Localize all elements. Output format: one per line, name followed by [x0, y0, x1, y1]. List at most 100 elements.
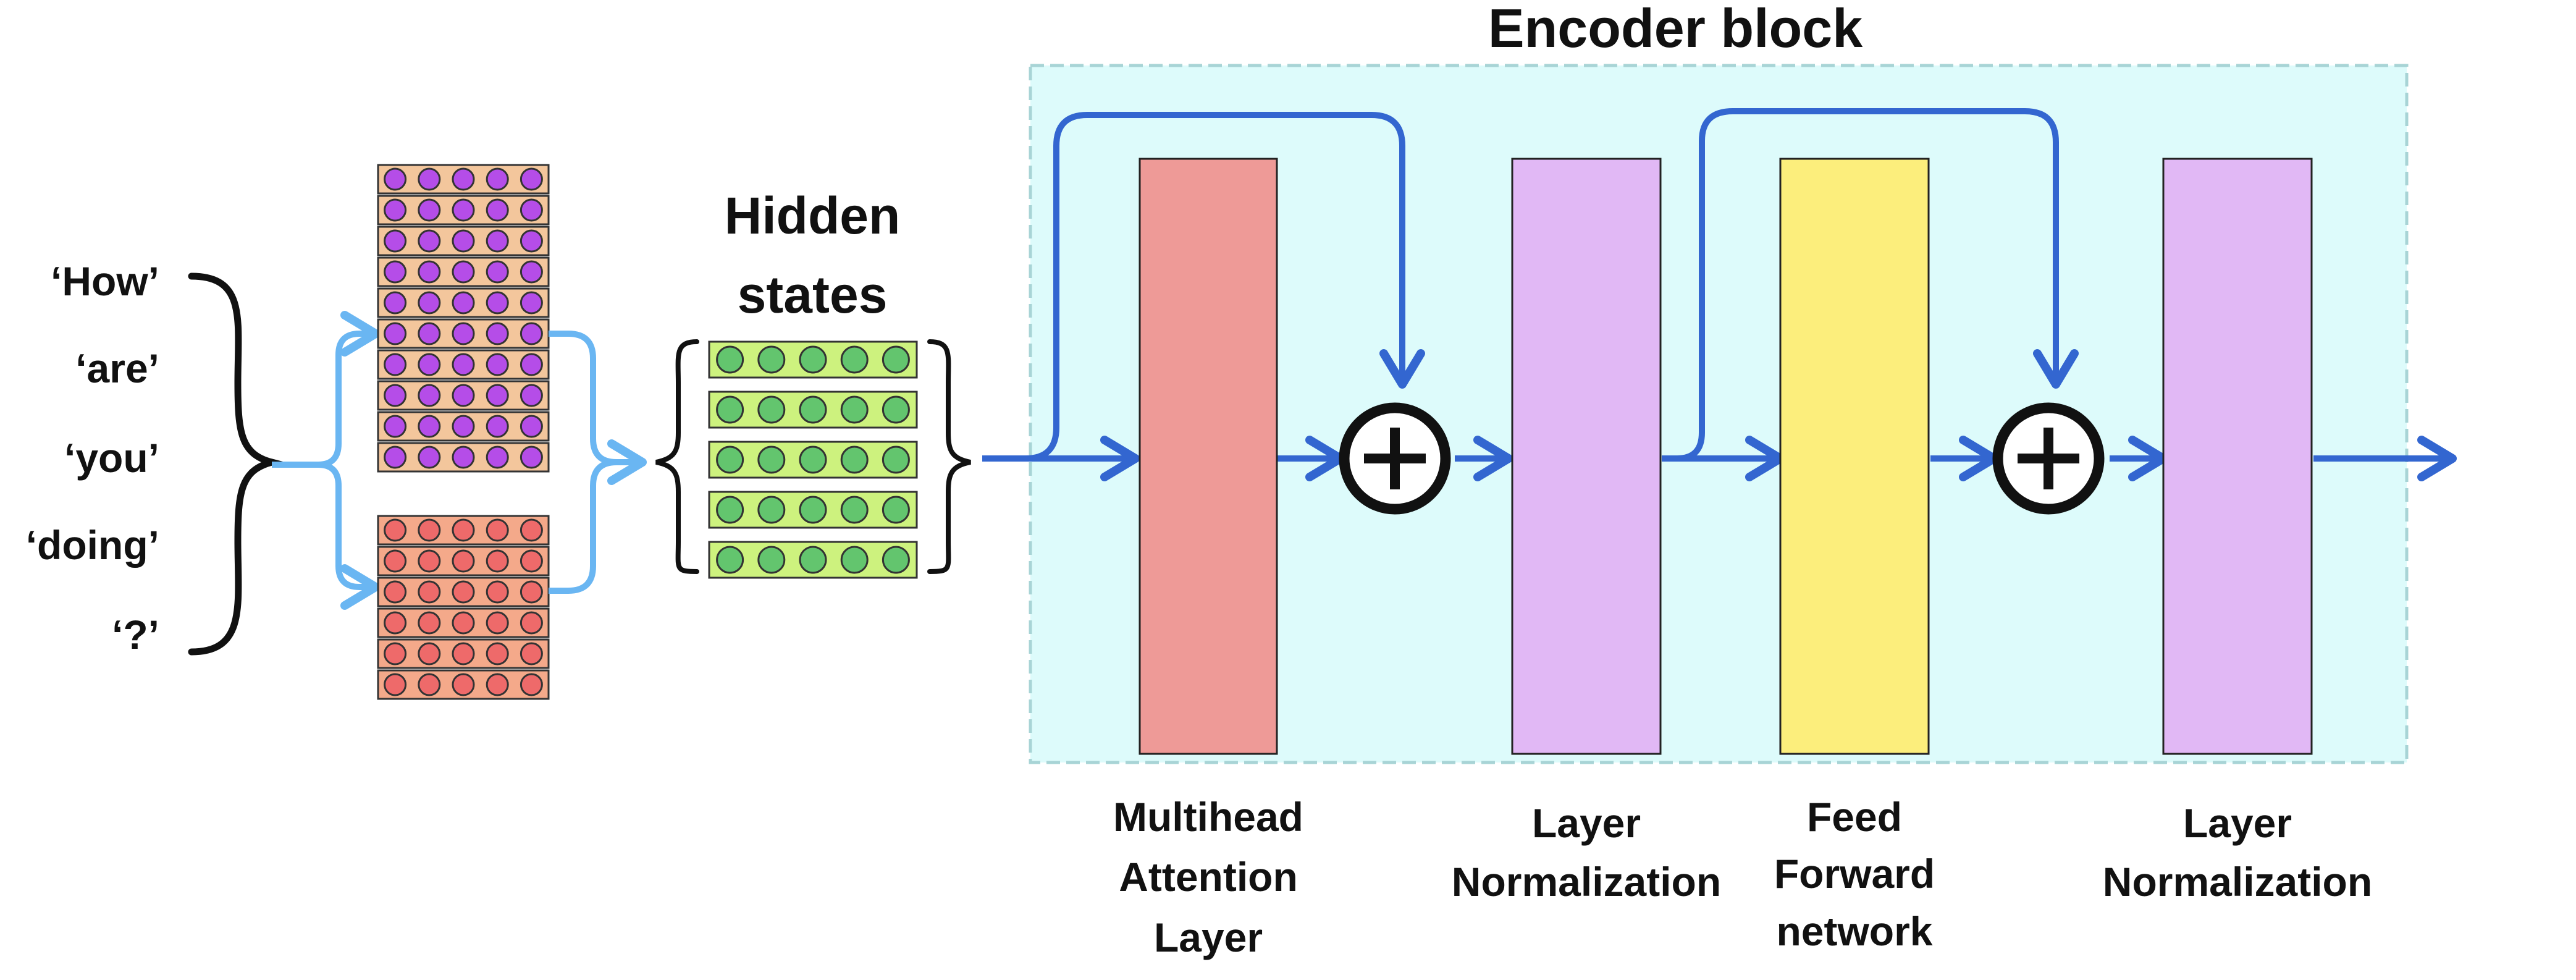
word-embedding-matrix	[377, 164, 550, 473]
vector-dot	[520, 446, 543, 469]
vector-dot	[520, 415, 543, 438]
vector-dot	[384, 322, 407, 345]
hidden-state-vector	[708, 491, 918, 529]
vector-dot	[520, 580, 543, 604]
vector-dot	[418, 229, 441, 253]
vector-dot	[486, 446, 509, 469]
vector-dot	[418, 446, 441, 469]
label-line: Feed	[1807, 794, 1902, 840]
embedding-row	[377, 515, 550, 546]
embedding-row	[377, 669, 550, 700]
vector-dot	[452, 642, 475, 665]
vector-dot	[452, 611, 475, 635]
vector-dot	[384, 549, 407, 573]
merge-arrow-top	[549, 331, 647, 485]
vector-dot	[418, 518, 441, 542]
embedding-row	[377, 164, 550, 195]
vector-dot	[520, 611, 543, 635]
vector-dot	[384, 384, 407, 407]
vector-dot	[452, 384, 475, 407]
vector-dot	[418, 353, 441, 376]
vector-dot	[418, 260, 441, 284]
layer-normalization-2-label: Layer Normalization	[2103, 800, 2372, 905]
residual-skip-2	[1662, 108, 2079, 462]
vector-dot	[799, 546, 827, 574]
vector-dot	[799, 496, 827, 524]
vector-dot	[716, 395, 744, 424]
vector-dot	[452, 229, 475, 253]
vector-dot	[452, 446, 475, 469]
vector-dot	[418, 549, 441, 573]
hidden-state-vector	[708, 340, 918, 379]
vector-dot	[384, 353, 407, 376]
vector-dot	[520, 291, 543, 315]
vector-dot	[418, 611, 441, 635]
label-line: Layer	[1154, 915, 1263, 960]
vector-dot	[520, 167, 543, 191]
vector-dot	[418, 384, 441, 407]
embedding-row	[377, 442, 550, 473]
vector-dot	[384, 291, 407, 315]
vector-dot	[486, 384, 509, 407]
vector-dot	[384, 580, 407, 604]
vector-dot	[418, 673, 441, 696]
input-tokens: ‘How’ ‘are’ ‘you’ ‘doing’ ‘?’	[26, 258, 159, 657]
vector-dot	[716, 446, 744, 474]
vector-dot	[520, 673, 543, 696]
feed-forward-box	[1779, 158, 1930, 755]
vector-dot	[520, 260, 543, 284]
label-line: Attention	[1119, 854, 1298, 900]
embedding-row	[377, 287, 550, 318]
embed-arrow-down	[272, 462, 380, 610]
token-doing: ‘doing’	[26, 522, 159, 568]
vector-dot	[520, 549, 543, 573]
vector-dot	[486, 167, 509, 191]
layer-normalization-2-box	[2162, 158, 2313, 755]
label-line: Forward	[1774, 851, 1935, 897]
embedding-row	[377, 577, 550, 607]
vector-dot	[486, 518, 509, 542]
vector-dot	[384, 198, 407, 222]
vector-dot	[716, 345, 744, 374]
embedding-row	[377, 607, 550, 638]
vector-dot	[520, 518, 543, 542]
token-how: ‘How’	[51, 258, 159, 304]
hidden-state-vector	[708, 541, 918, 579]
label-line: Layer	[2183, 800, 2292, 846]
vector-dot	[418, 415, 441, 438]
vector-dot	[840, 395, 869, 424]
token-you: ‘you’	[64, 435, 159, 481]
positional-embedding-matrix	[377, 515, 550, 700]
hidden-states-label-line2: states	[738, 266, 888, 324]
token-are: ‘are’	[75, 345, 159, 391]
vector-dot	[716, 546, 744, 574]
embedding-row	[377, 546, 550, 577]
vector-dot	[418, 198, 441, 222]
multihead-attention-box	[1139, 158, 1278, 755]
vector-dot	[384, 518, 407, 542]
vector-dot	[757, 446, 786, 474]
vector-dot	[418, 642, 441, 665]
vector-dot	[799, 395, 827, 424]
vector-dot	[452, 167, 475, 191]
vector-dot	[882, 345, 910, 374]
vector-dot	[520, 353, 543, 376]
vector-dot	[384, 446, 407, 469]
vector-dot	[486, 260, 509, 284]
vector-dot	[486, 642, 509, 665]
vector-dot	[452, 673, 475, 696]
hidden-states-right-brace	[927, 339, 971, 574]
hidden-state-vector	[708, 441, 918, 479]
vector-dot	[882, 395, 910, 424]
vector-dot	[882, 446, 910, 474]
embedding-row	[377, 318, 550, 349]
add-node-1	[1339, 402, 1451, 515]
vector-dot	[840, 446, 869, 474]
vector-dot	[757, 395, 786, 424]
vector-dot	[452, 198, 475, 222]
vector-dot	[384, 673, 407, 696]
hidden-states-vectors	[708, 340, 918, 579]
label-line: Layer	[1532, 800, 1641, 846]
label-line: Normalization	[1452, 859, 1721, 905]
